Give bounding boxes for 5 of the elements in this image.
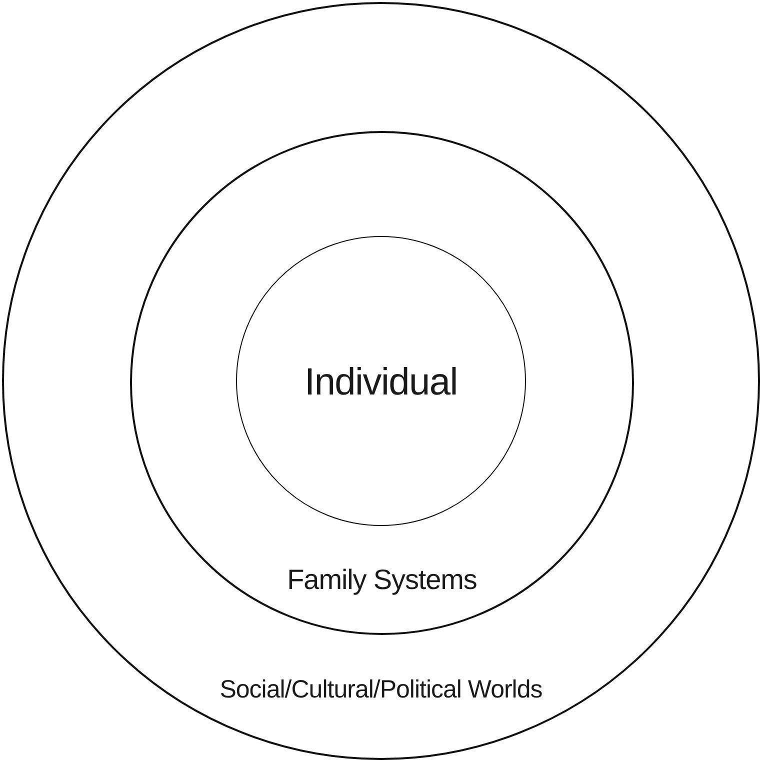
ring-circle xyxy=(236,236,526,526)
layer-label: Individual xyxy=(304,362,458,404)
layer-label: Family Systems xyxy=(287,564,477,596)
ring-circle xyxy=(130,131,634,635)
layer-label: Social/Cultural/Political Worlds xyxy=(220,676,542,704)
